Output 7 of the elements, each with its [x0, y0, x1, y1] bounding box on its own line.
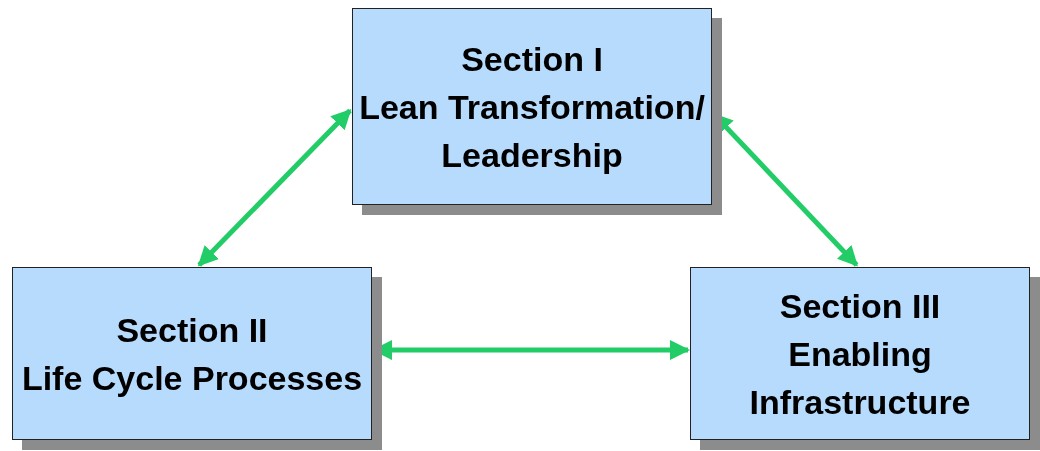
section-heading: Section III: [778, 285, 942, 327]
section-title: Life Cycle Processes: [20, 357, 364, 399]
double-arrow: [197, 108, 352, 267]
section-heading: Section II: [115, 309, 269, 351]
section-title: Enabling Infrastructure: [748, 333, 972, 423]
section-heading: Section I: [460, 38, 604, 80]
section-title: Lean Transformation/ Leadership: [358, 86, 706, 176]
